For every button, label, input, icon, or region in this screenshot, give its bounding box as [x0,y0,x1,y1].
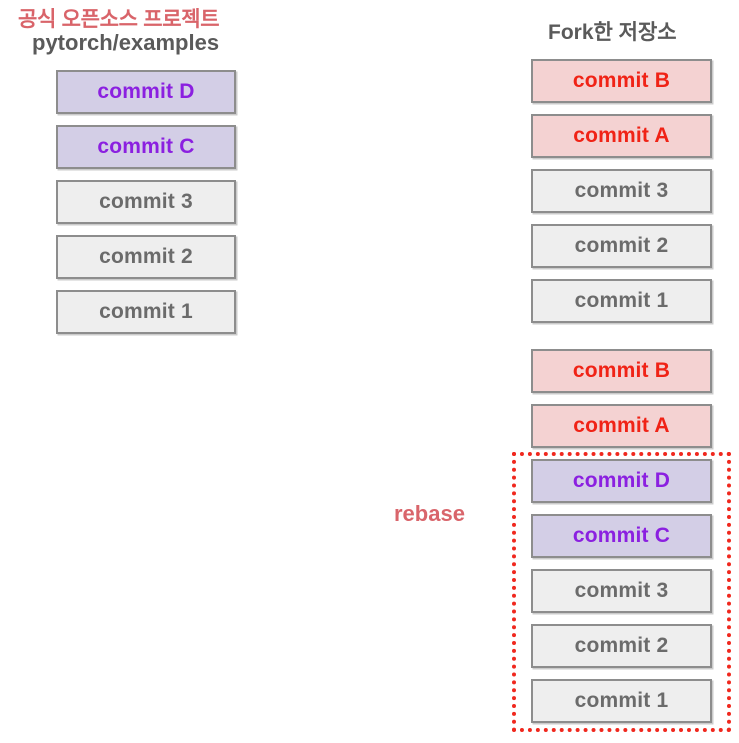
commit-box: commit 3 [56,180,236,224]
upstream-repo-name: pytorch/examples [32,30,220,55]
upstream-repo-korean-title: 공식 오픈소스 프로젝트 [18,8,220,31]
commit-box: commit B [531,59,712,103]
commit-label: commit 2 [574,234,669,257]
commit-label: commit B [572,69,671,92]
commit-box: commit 1 [531,679,712,723]
commit-box: commit C [531,514,712,558]
commit-box: commit 1 [531,279,712,323]
commit-box: commit D [56,70,236,114]
commit-label: commit 3 [574,179,669,202]
commit-box: commit A [531,114,712,158]
commit-label: commit 1 [99,300,193,323]
commit-box: commit B [531,349,712,393]
commit-label: commit 1 [574,289,669,312]
commit-label: commit A [573,124,670,147]
fork-repo-title: Fork한 저장소 [548,21,677,44]
commit-box: commit D [531,459,712,503]
commit-label: commit A [573,414,670,437]
commit-box: commit 3 [531,569,712,613]
commit-box: commit 2 [531,624,712,668]
commit-box: commit 1 [56,290,236,334]
commit-box: commit C [56,125,236,169]
fork-commit-stack-before: commit B commit A commit 3 commit 2 commit 1 [531,59,712,334]
rebase-label: rebase [394,501,465,526]
commit-label: commit 2 [574,634,669,657]
commit-label: commit 3 [574,579,669,602]
fork-commit-stack-after: commit B commit A commit D commit C commit 3… [531,349,712,734]
commit-label: commit 1 [574,689,669,712]
commit-label: commit C [572,524,671,547]
commit-box: commit 2 [56,235,236,279]
commit-box: commit 3 [531,169,712,213]
commit-box: commit A [531,404,712,448]
commit-label: commit D [572,469,671,492]
commit-box: commit 2 [531,224,712,268]
commit-label: commit 3 [99,190,193,213]
commit-label: commit 2 [99,245,193,268]
commit-label: commit D [97,80,195,103]
commit-label: commit B [572,359,671,382]
commit-label: commit C [97,135,195,158]
upstream-commit-stack: commit D commit C commit 3 commit 2 commit 1 [56,70,236,345]
